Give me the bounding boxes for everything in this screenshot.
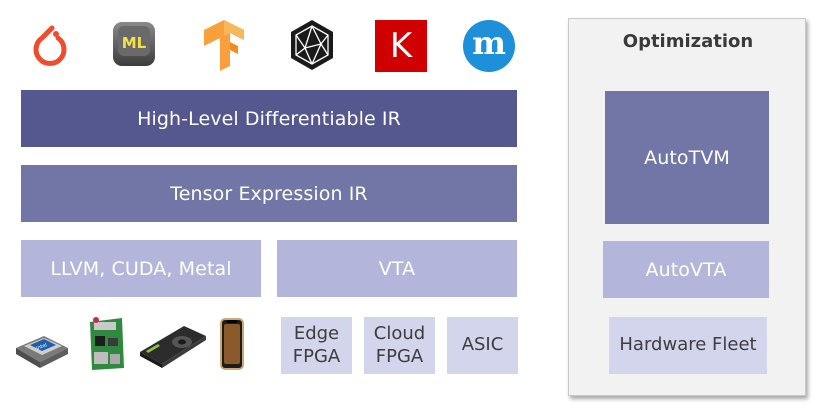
- optimization-title: Optimization: [622, 31, 754, 52]
- onnx-logo-icon: [291, 20, 333, 70]
- mxnet-logo-icon: m: [463, 20, 515, 72]
- pytorch-logo-icon: [33, 25, 67, 66]
- gpu-card-icon: [140, 326, 206, 368]
- optimization-panel: Optimization AutoTVM AutoVTA Hardware Fl…: [568, 18, 806, 396]
- mxnet-letter: m: [472, 24, 506, 62]
- cloud-fpga-box: Cloud FPGA: [364, 317, 435, 374]
- high-level-ir-label: High-Level Differentiable IR: [137, 107, 401, 130]
- autotvm-label: AutoTVM: [644, 146, 730, 169]
- llvm-cuda-metal-label: LLVM, CUDA, Metal: [50, 257, 232, 280]
- raspberry-pi-icon: [90, 317, 124, 370]
- autotvm-box: AutoTVM: [605, 91, 769, 224]
- tensorflow-logo-icon: [204, 20, 244, 71]
- edge-fpga-box: Edge FPGA: [281, 317, 352, 374]
- hardware-fleet-label: Hardware Fleet: [619, 334, 757, 356]
- tensor-expression-ir-label: Tensor Expression IR: [170, 182, 368, 205]
- intel-cpu-icon: intel: [16, 336, 68, 368]
- cloud-fpga-line2: FPGA: [375, 345, 424, 367]
- iphone-icon: [220, 318, 244, 370]
- vta-label: VTA: [378, 257, 416, 280]
- asic-label: ASIC: [461, 334, 504, 356]
- llvm-cuda-metal-layer: LLVM, CUDA, Metal: [21, 240, 261, 297]
- cloud-fpga-line1: Cloud: [373, 323, 426, 344]
- autovta-label: AutoVTA: [645, 258, 727, 281]
- keras-logo-icon: K: [375, 20, 427, 72]
- coreml-logo-icon: ML: [113, 22, 155, 66]
- autovta-box: AutoVTA: [603, 241, 769, 298]
- svg-text:ML: ML: [122, 34, 147, 52]
- hardware-fleet-box: Hardware Fleet: [609, 317, 767, 374]
- vta-layer: VTA: [277, 240, 517, 297]
- high-level-ir-layer: High-Level Differentiable IR: [21, 90, 517, 147]
- svg-text:intel: intel: [35, 342, 47, 351]
- tensor-expression-ir-layer: Tensor Expression IR: [21, 165, 517, 222]
- keras-letter: K: [389, 26, 413, 66]
- asic-box: ASIC: [447, 317, 518, 374]
- edge-fpga-line1: Edge: [293, 323, 340, 344]
- edge-fpga-line2: FPGA: [292, 345, 341, 367]
